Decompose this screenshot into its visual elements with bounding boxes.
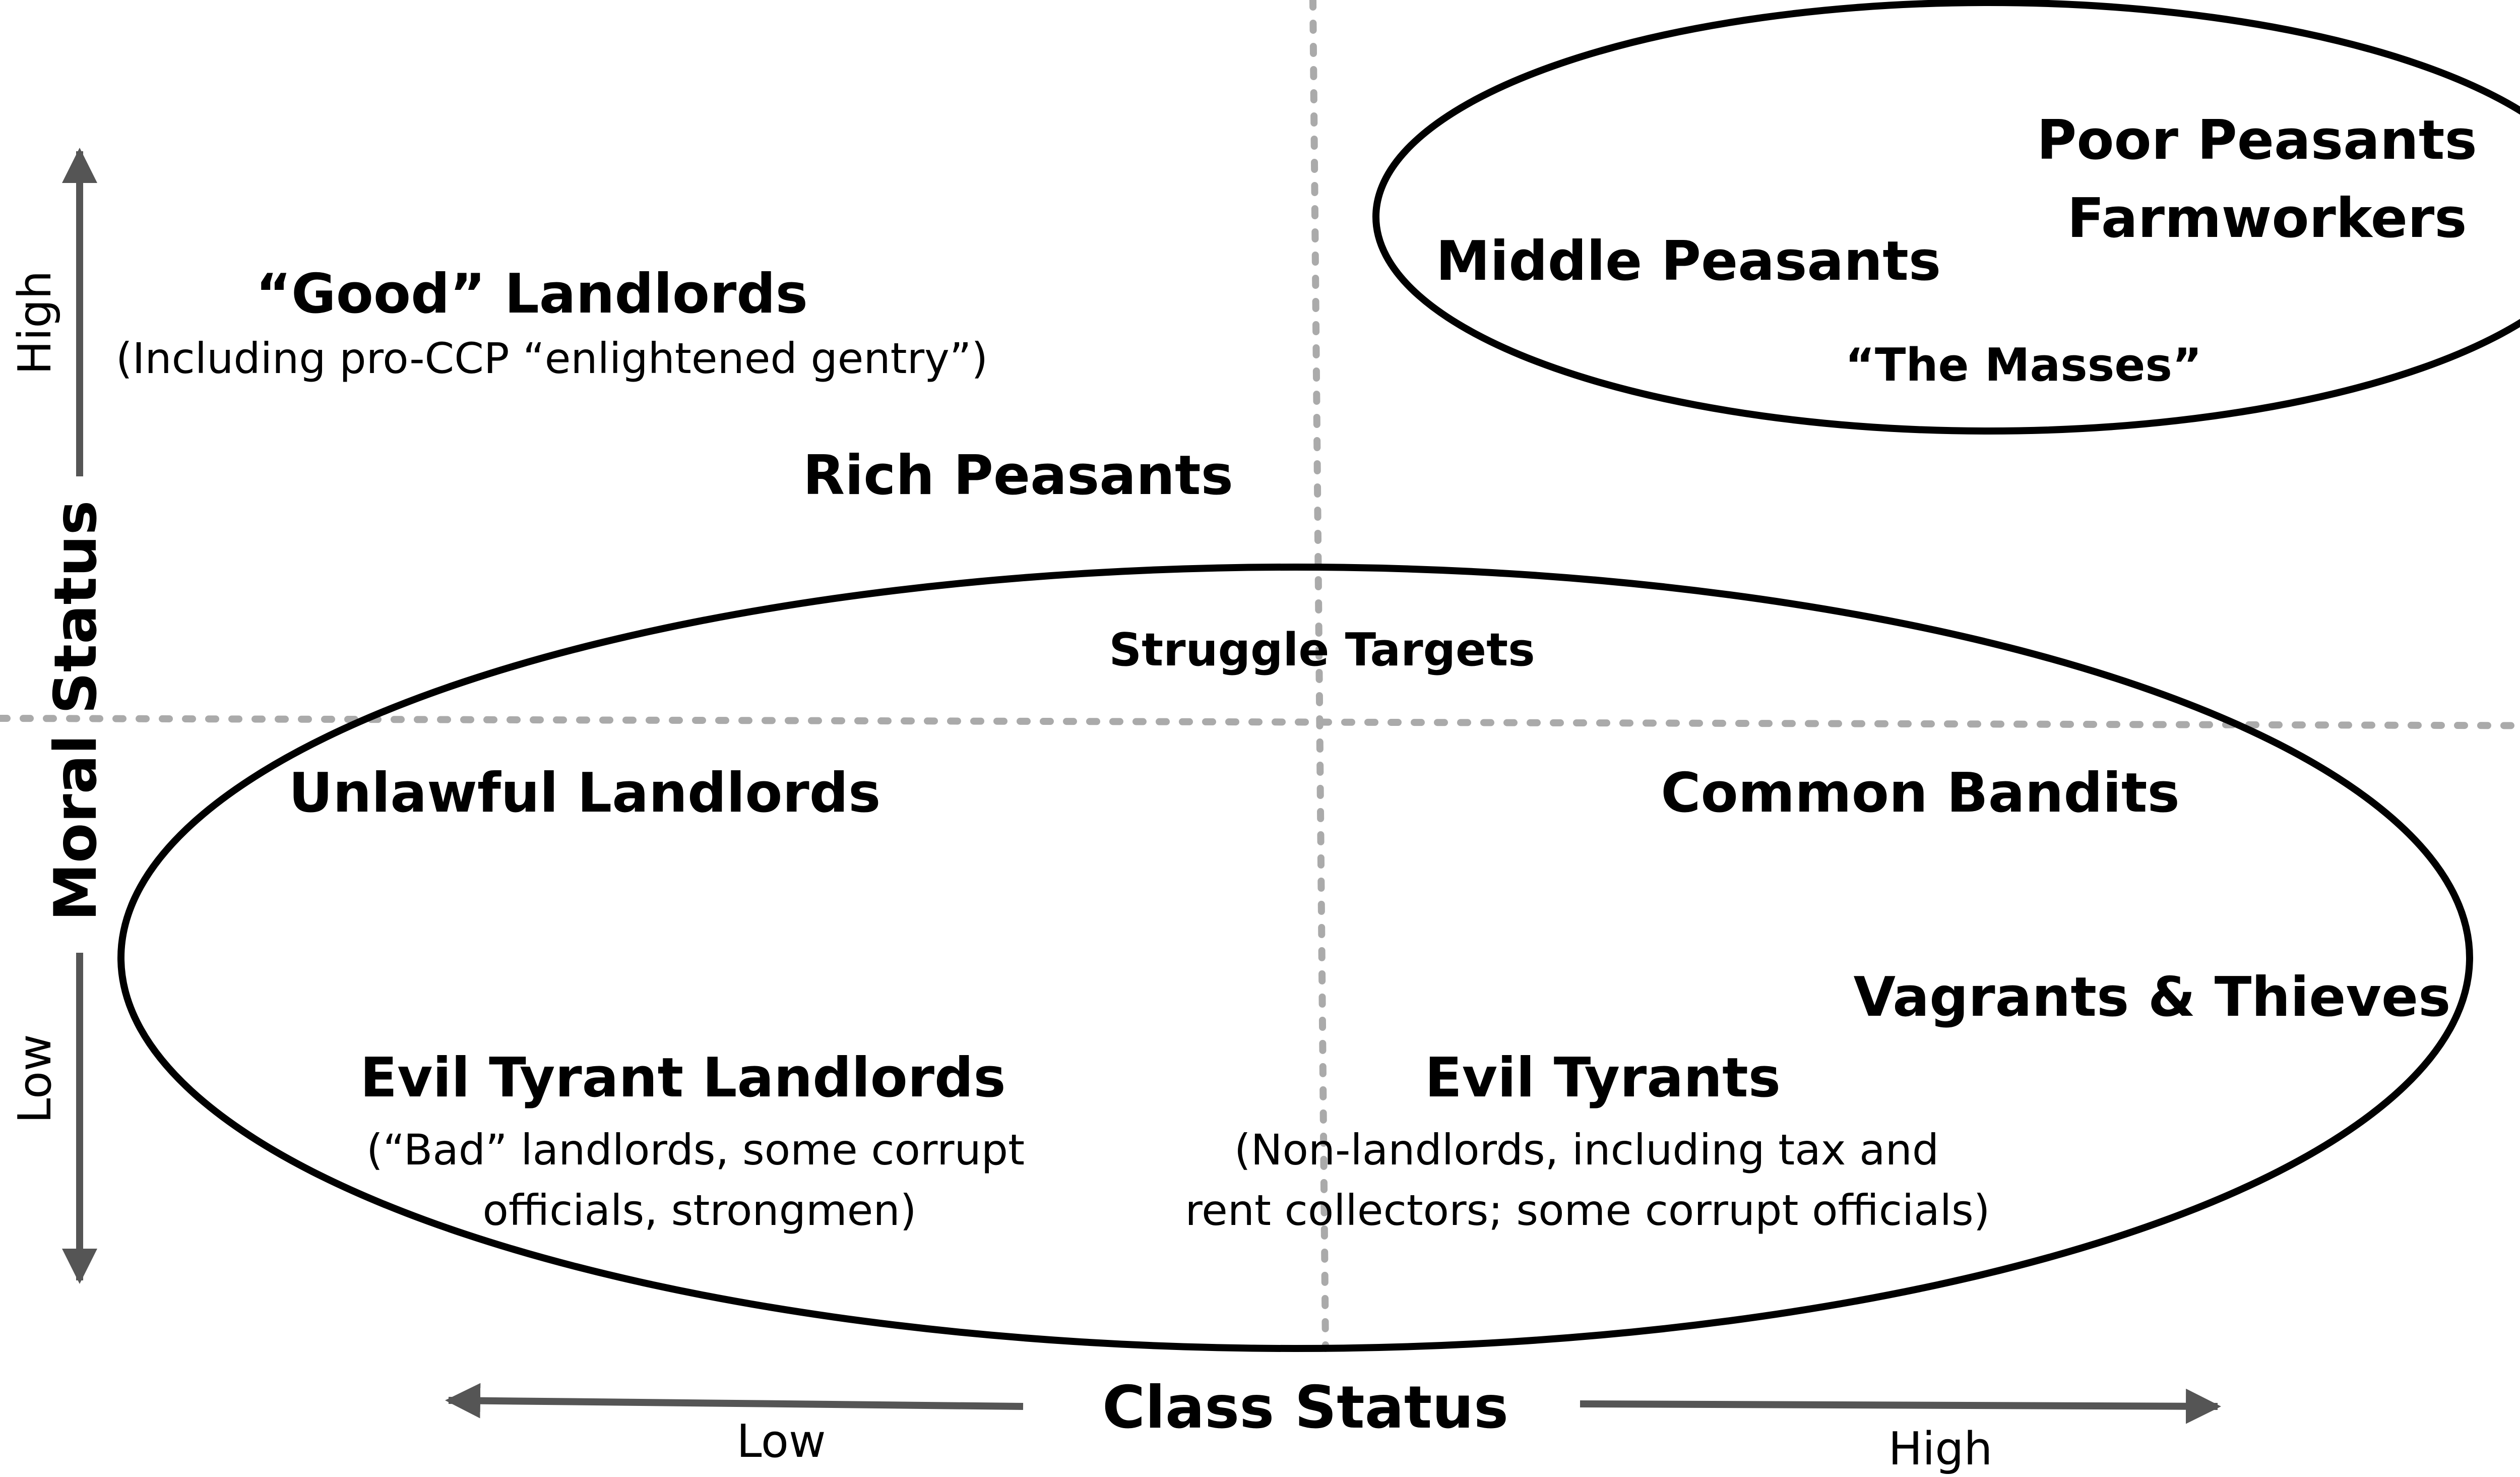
struggle-targets-label: Struggle Targets — [1109, 624, 1535, 676]
masses-ellipse — [1372, 0, 2520, 435]
struggle-targets-ellipse — [117, 564, 2473, 1352]
vertical-divider — [1309, 0, 1329, 1352]
x-axis-arrow-left — [445, 1383, 1024, 1419]
horizontal-divider — [0, 715, 2520, 729]
unlawful-landlords-label: Unlawful Landlords — [289, 762, 881, 825]
y-axis-high-label: High — [9, 271, 61, 375]
x-axis-low-label: Low — [736, 1415, 826, 1468]
good-landlords-label: “Good” Landlords — [256, 263, 808, 326]
vagrants-thieves-label: Vagrants & Thieves — [1854, 966, 2451, 1029]
y-axis-low-label: Low — [9, 1034, 61, 1123]
y-axis-title: Moral Status — [42, 500, 110, 921]
x-axis-high-label: High — [1888, 1423, 1993, 1475]
rich-peasants-label: Rich Peasants — [803, 444, 1233, 507]
good-landlords-note: (Including pro-CCP “enlightened gentry”) — [116, 334, 988, 383]
middle-peasants-label: Middle Peasants — [1436, 230, 1941, 293]
poor-peasants-label: Poor Peasants — [2037, 109, 2477, 172]
farmworkers-label: Farmworkers — [2067, 187, 2467, 250]
masses-group-label: “The Masses” — [1845, 339, 2202, 392]
evil-tyrants-note-2: rent collectors; some corrupt officials) — [1185, 1186, 1990, 1235]
evil-tyrant-landlords-note-2: officials, strongmen) — [483, 1186, 917, 1235]
x-axis-title: Class Status — [1102, 1374, 1508, 1442]
evil-tyrants-note-1: (Non-landlords, including tax and — [1234, 1125, 1939, 1175]
evil-tyrant-landlords-label: Evil Tyrant Landlords — [360, 1047, 1005, 1110]
common-bandits-label: Common Bandits — [1661, 762, 2180, 825]
evil-tyrant-landlords-note-1: (“Bad” landlords, some corrupt — [366, 1125, 1025, 1175]
x-axis-arrow-right — [1580, 1388, 2221, 1424]
evil-tyrants-label: Evil Tyrants — [1425, 1047, 1781, 1110]
